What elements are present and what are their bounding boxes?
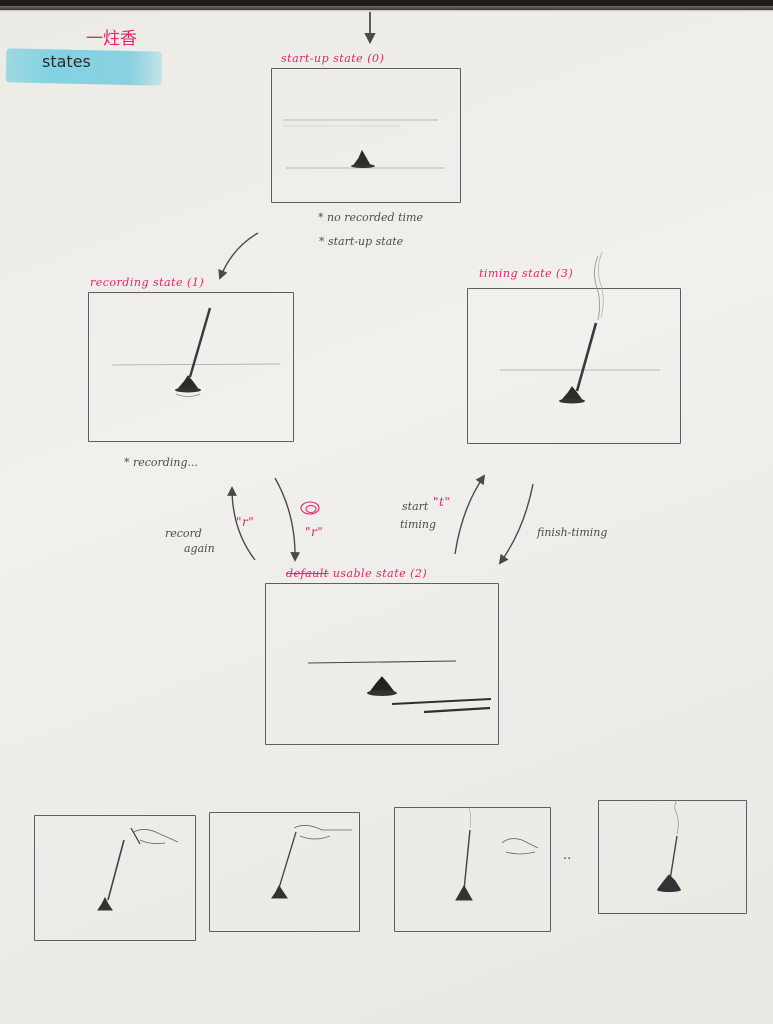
arrow-recording-to-usable <box>274 477 301 562</box>
storyboard-sketch-2 <box>271 825 352 899</box>
startup-state-title: start-up state (0) <box>281 52 385 65</box>
storyboard-sketch-4 <box>657 799 681 892</box>
start-timing-key: "t" <box>433 495 451 509</box>
storyboard-sketch-3 <box>455 807 539 901</box>
storyboard-frame-1 <box>34 815 196 941</box>
arrow-startup-to-recording <box>218 232 259 280</box>
recording-note: * recording... <box>124 456 198 469</box>
usable-title-struck: default <box>286 567 329 580</box>
timing-state-frame <box>467 288 681 444</box>
startup-note-1: * no recorded time <box>318 211 423 224</box>
recording-sketch <box>111 307 281 397</box>
timing-state-title: timing state (3) <box>479 267 574 280</box>
scribble-mark <box>300 501 320 515</box>
startup-sketch <box>283 119 445 169</box>
storyboard-sketch-1 <box>97 827 179 911</box>
record-again-label-2: again <box>184 542 215 555</box>
states-tag: states <box>42 52 91 71</box>
timing-sketch <box>500 251 660 404</box>
storyboard-frame-3 <box>394 807 551 932</box>
storyboard-frame-4 <box>598 800 747 914</box>
usable-state-title: default usable state (2) <box>286 567 427 580</box>
to-usable-key: "r" <box>305 525 324 539</box>
record-again-label-1: record <box>165 527 202 540</box>
storyboard-ellipsis: .. <box>563 848 572 863</box>
start-timing-label-2: timing <box>400 518 437 531</box>
arrow-record-again <box>227 486 256 561</box>
sketch-title-cn: 一炷香 <box>86 29 137 49</box>
finish-timing-label: finish-timing <box>537 526 608 539</box>
startup-state-frame <box>271 68 461 203</box>
storyboard-frame-2 <box>209 812 360 932</box>
photo-top-edge <box>0 0 773 12</box>
recording-state-frame <box>88 292 294 442</box>
usable-state-frame <box>265 583 499 745</box>
usable-sketch <box>307 660 492 714</box>
arrow-start-timing <box>454 474 486 555</box>
arrow-finish-timing <box>498 483 534 565</box>
record-again-key: "r" <box>236 515 255 529</box>
usable-title-text: usable state (2) <box>332 567 428 580</box>
startup-note-2: * start-up state <box>319 235 404 248</box>
recording-state-title: recording state (1) <box>90 276 205 289</box>
start-timing-label-1: start <box>402 500 429 513</box>
